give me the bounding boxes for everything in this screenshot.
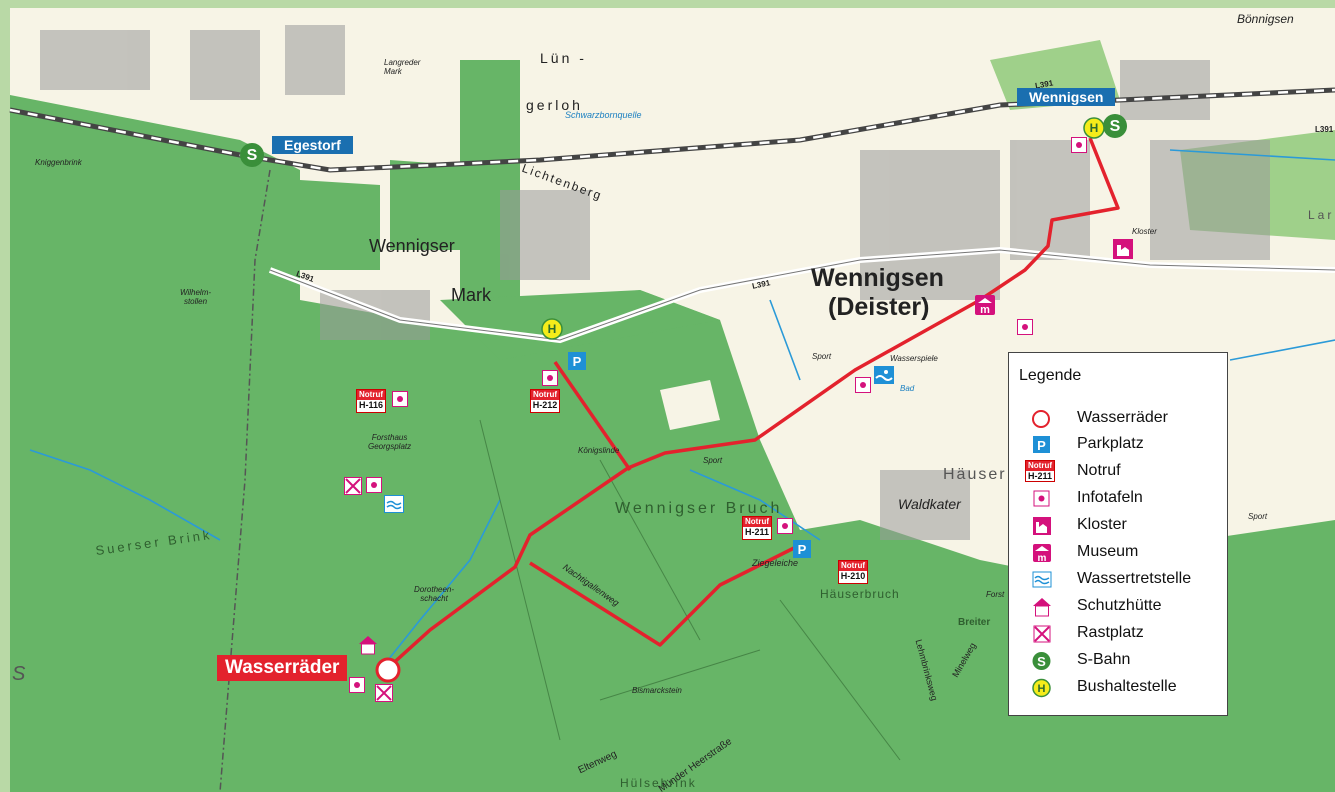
sbahn-icon[interactable]: S <box>1102 113 1128 139</box>
rest-area-icon[interactable] <box>344 477 362 495</box>
place-label-gerloh: gerloh <box>526 97 583 113</box>
place-label-sport-3: Sport <box>1248 512 1268 521</box>
svg-text:H: H <box>1090 121 1099 135</box>
place-label-langreder-mark: Langreder Mark <box>384 58 421 76</box>
svg-text:m: m <box>1038 553 1047 563</box>
place-label-luen: Lün - <box>540 50 587 66</box>
place-label-wennigsen-main: Wennigsen <box>811 264 944 292</box>
legend-item-wasserraeder: Wasserräder <box>1019 407 1219 431</box>
museum-icon: m <box>1033 544 1051 563</box>
wasserraeder-label: Wasserräder <box>217 655 348 681</box>
water-treading-icon[interactable] <box>384 495 404 513</box>
svg-text:P: P <box>573 354 582 369</box>
parking-icon[interactable]: P <box>793 540 811 558</box>
svg-text:m: m <box>980 304 990 315</box>
bus-stop-icon[interactable]: H <box>1083 117 1105 139</box>
place-label-bad: Bad <box>900 384 915 393</box>
place-label-deister: (Deister) <box>828 293 930 321</box>
place-label-wilhelm-stollen: Wilhelm- stollen <box>180 288 212 306</box>
legend-item-wassertretstelle: Wassertretstelle <box>1019 568 1219 592</box>
place-label-wennigser: Wennigser <box>369 236 455 256</box>
place-label-kloster: Kloster <box>1132 227 1157 236</box>
bus-stop-icon[interactable]: H <box>541 318 563 340</box>
place-label-dorotheenschacht: Dorotheen- schacht <box>414 585 455 603</box>
water-treading-icon <box>1032 571 1052 588</box>
place-label-ziegeleiche: Ziegeleiche <box>752 558 799 568</box>
info-board-icon[interactable] <box>392 391 408 407</box>
bus-stop-icon: H <box>1032 678 1051 698</box>
place-label-wennigser-bruch: Wennigser Bruch <box>615 500 783 517</box>
shelter-icon <box>1033 598 1051 617</box>
place-label-sport-1: Sport <box>812 352 832 361</box>
legend-item-s-bahn: S S-Bahn <box>1019 649 1219 673</box>
svg-text:P: P <box>798 542 807 557</box>
monastery-icon <box>1033 517 1051 535</box>
place-label-wasserspiele: Wasserspiele <box>890 354 938 363</box>
swimming-pool-icon[interactable] <box>874 366 894 384</box>
wasserraeder-icon[interactable] <box>374 656 402 684</box>
legend-item-parkplatz: P Parkplatz <box>1019 433 1219 457</box>
svg-text:P: P <box>1037 438 1046 453</box>
shelter-icon[interactable] <box>358 635 378 655</box>
info-board-icon[interactable] <box>1071 137 1087 153</box>
place-label-haeuser: Häuser <box>943 466 1007 483</box>
place-label-waldkater: Waldkater <box>898 496 961 512</box>
parking-icon[interactable]: P <box>568 352 586 370</box>
svg-text:H: H <box>548 322 557 336</box>
info-board-icon[interactable] <box>349 677 365 693</box>
rest-area-icon[interactable] <box>375 684 393 702</box>
place-label-huelsebrink: Hülsebrink <box>620 776 697 790</box>
info-board-icon[interactable] <box>542 370 558 386</box>
place-label-s-edge: S <box>12 663 26 685</box>
parking-icon: P <box>1033 436 1050 453</box>
place-label-forst: Forst <box>986 590 1005 599</box>
place-label-haeuserbruch: Häuserbruch <box>820 587 900 601</box>
sbahn-icon[interactable]: S <box>239 142 265 168</box>
monastery-icon[interactable] <box>1113 239 1133 259</box>
svg-text:S: S <box>1110 118 1121 135</box>
place-label-sport-2: Sport <box>703 456 723 465</box>
legend-title: Legende <box>1019 367 1082 384</box>
legend-item-infotafeln: Infotafeln <box>1019 487 1219 511</box>
sbahn-icon: S <box>1032 652 1051 670</box>
place-label-lar: Lar <box>1308 208 1335 222</box>
wasserraeder-icon <box>1032 410 1050 428</box>
info-board-icon[interactable] <box>366 477 382 493</box>
place-label-boennigsen: Bönnigsen <box>1237 12 1294 26</box>
info-board-icon[interactable] <box>855 377 871 393</box>
legend-item-kloster: Kloster <box>1019 514 1219 538</box>
station-label-egestorf: Egestorf <box>272 136 353 154</box>
place-label-koenigslinde: Königslinde <box>578 446 620 455</box>
place-label-kniggenbrink: Kniggenbrink <box>35 158 82 167</box>
info-board-icon <box>1033 490 1050 507</box>
legend-item-museum: m Museum <box>1019 541 1219 565</box>
place-label-mark: Mark <box>451 285 491 305</box>
rest-area-icon <box>1033 625 1051 643</box>
info-board-icon[interactable] <box>777 518 793 534</box>
svg-text:S: S <box>1037 654 1046 669</box>
road-label-l391-c: L391 <box>1315 125 1334 134</box>
legend-item-rastplatz: Rastplatz <box>1019 622 1219 646</box>
place-label-breiter: Breiter <box>958 617 991 628</box>
museum-icon[interactable]: m <box>975 295 995 315</box>
svg-text:H: H <box>1038 683 1046 695</box>
legend-item-schutzhuette: Schutzhütte <box>1019 595 1219 619</box>
svg-text:S: S <box>247 147 258 164</box>
station-label-wennigsen: Wennigsen <box>1017 88 1116 106</box>
place-label-schwarzbornquelle: Schwarzbornquelle <box>565 110 642 120</box>
legend-item-bushaltestelle: H Bushaltestelle <box>1019 676 1219 700</box>
place-label-bismarckstein: Bismarckstein <box>632 686 682 695</box>
info-board-icon[interactable] <box>1017 319 1033 335</box>
place-label-forsthaus: Forsthaus Georgsplatz <box>368 433 412 451</box>
